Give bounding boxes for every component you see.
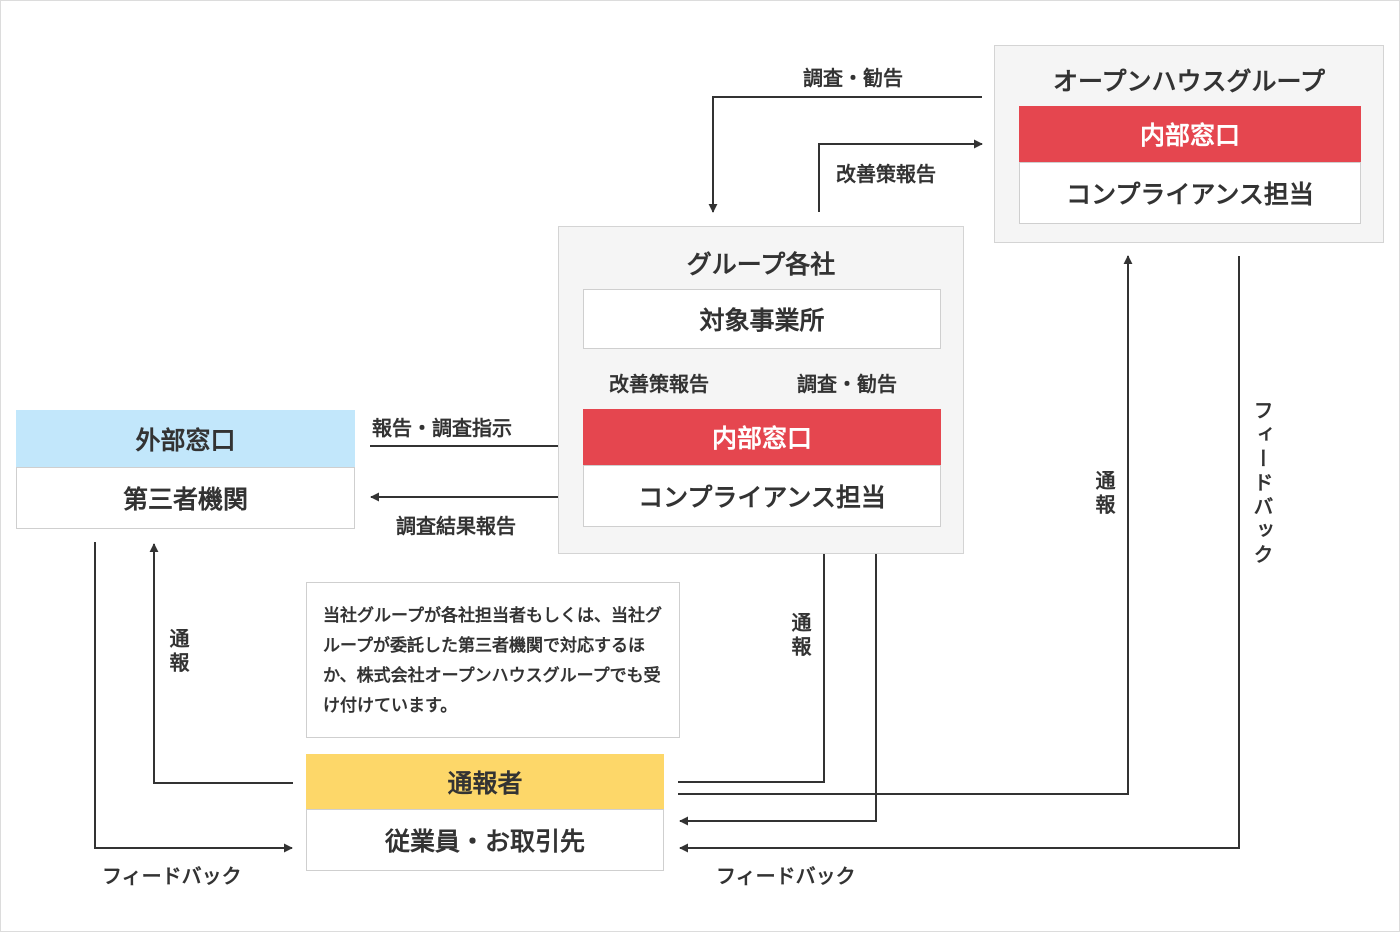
ohg-internal-desk-header: 内部窓口 bbox=[1019, 106, 1361, 162]
label-investigation-recommendation-top: 調査・勧告 bbox=[803, 66, 903, 90]
label-improvement-report-top: 改善策報告 bbox=[836, 162, 936, 186]
label-feedback-vertical: フィードバック bbox=[1250, 400, 1274, 568]
employee-partner-box: 従業員・お取引先 bbox=[306, 809, 664, 871]
group-internal-desk-header: 内部窓口 bbox=[583, 409, 941, 465]
arrow-external-feedback bbox=[94, 542, 293, 853]
arrow-group-to-ohg bbox=[818, 139, 983, 212]
arrow-group-feedback bbox=[679, 542, 877, 826]
label-report-left: 通報 bbox=[166, 628, 190, 676]
arrow-ohg-feedback bbox=[679, 256, 1240, 853]
ohg-compliance-box: コンプライアンス担当 bbox=[1019, 162, 1361, 224]
arrow-reporter-to-ohg bbox=[678, 255, 1133, 795]
label-report-mid: 通報 bbox=[788, 612, 812, 660]
label-inner-improvement-report: 改善策報告 bbox=[609, 372, 709, 396]
label-feedback-bottom-mid: フィードバック bbox=[716, 864, 856, 888]
label-inner-investigation-recommendation: 調査・勧告 bbox=[797, 372, 897, 396]
target-office-box: 対象事業所 bbox=[583, 289, 941, 349]
arrow-reporter-to-external bbox=[149, 543, 293, 784]
label-investigation-result-report: 調査結果報告 bbox=[396, 514, 516, 538]
label-report-right: 通報 bbox=[1092, 470, 1116, 518]
arrow-ohg-to-group bbox=[708, 96, 982, 213]
label-feedback-bottom-left: フィードバック bbox=[102, 864, 242, 888]
open-house-group-panel: オープンハウスグループ 内部窓口 コンプライアンス担当 bbox=[994, 45, 1384, 243]
group-compliance-box: コンプライアンス担当 bbox=[583, 465, 941, 527]
external-desk-header: 外部窓口 bbox=[16, 410, 355, 468]
note-box: 当社グループが各社担当者もしくは、当社グループが委託した第三者機関で対応するほか… bbox=[306, 582, 680, 738]
label-report-investigation-instruction: 報告・調査指示 bbox=[372, 416, 512, 440]
group-companies-panel: グループ各社 対象事業所 内部窓口 コンプライアンス担当 bbox=[558, 226, 964, 554]
reporter-header: 通報者 bbox=[306, 754, 664, 810]
third-party-box: 第三者機関 bbox=[16, 467, 355, 529]
group-companies-title: グループ各社 bbox=[686, 250, 836, 279]
arrow-reporter-to-group bbox=[678, 535, 829, 783]
open-house-group-title: オープンハウスグループ bbox=[1052, 67, 1325, 96]
